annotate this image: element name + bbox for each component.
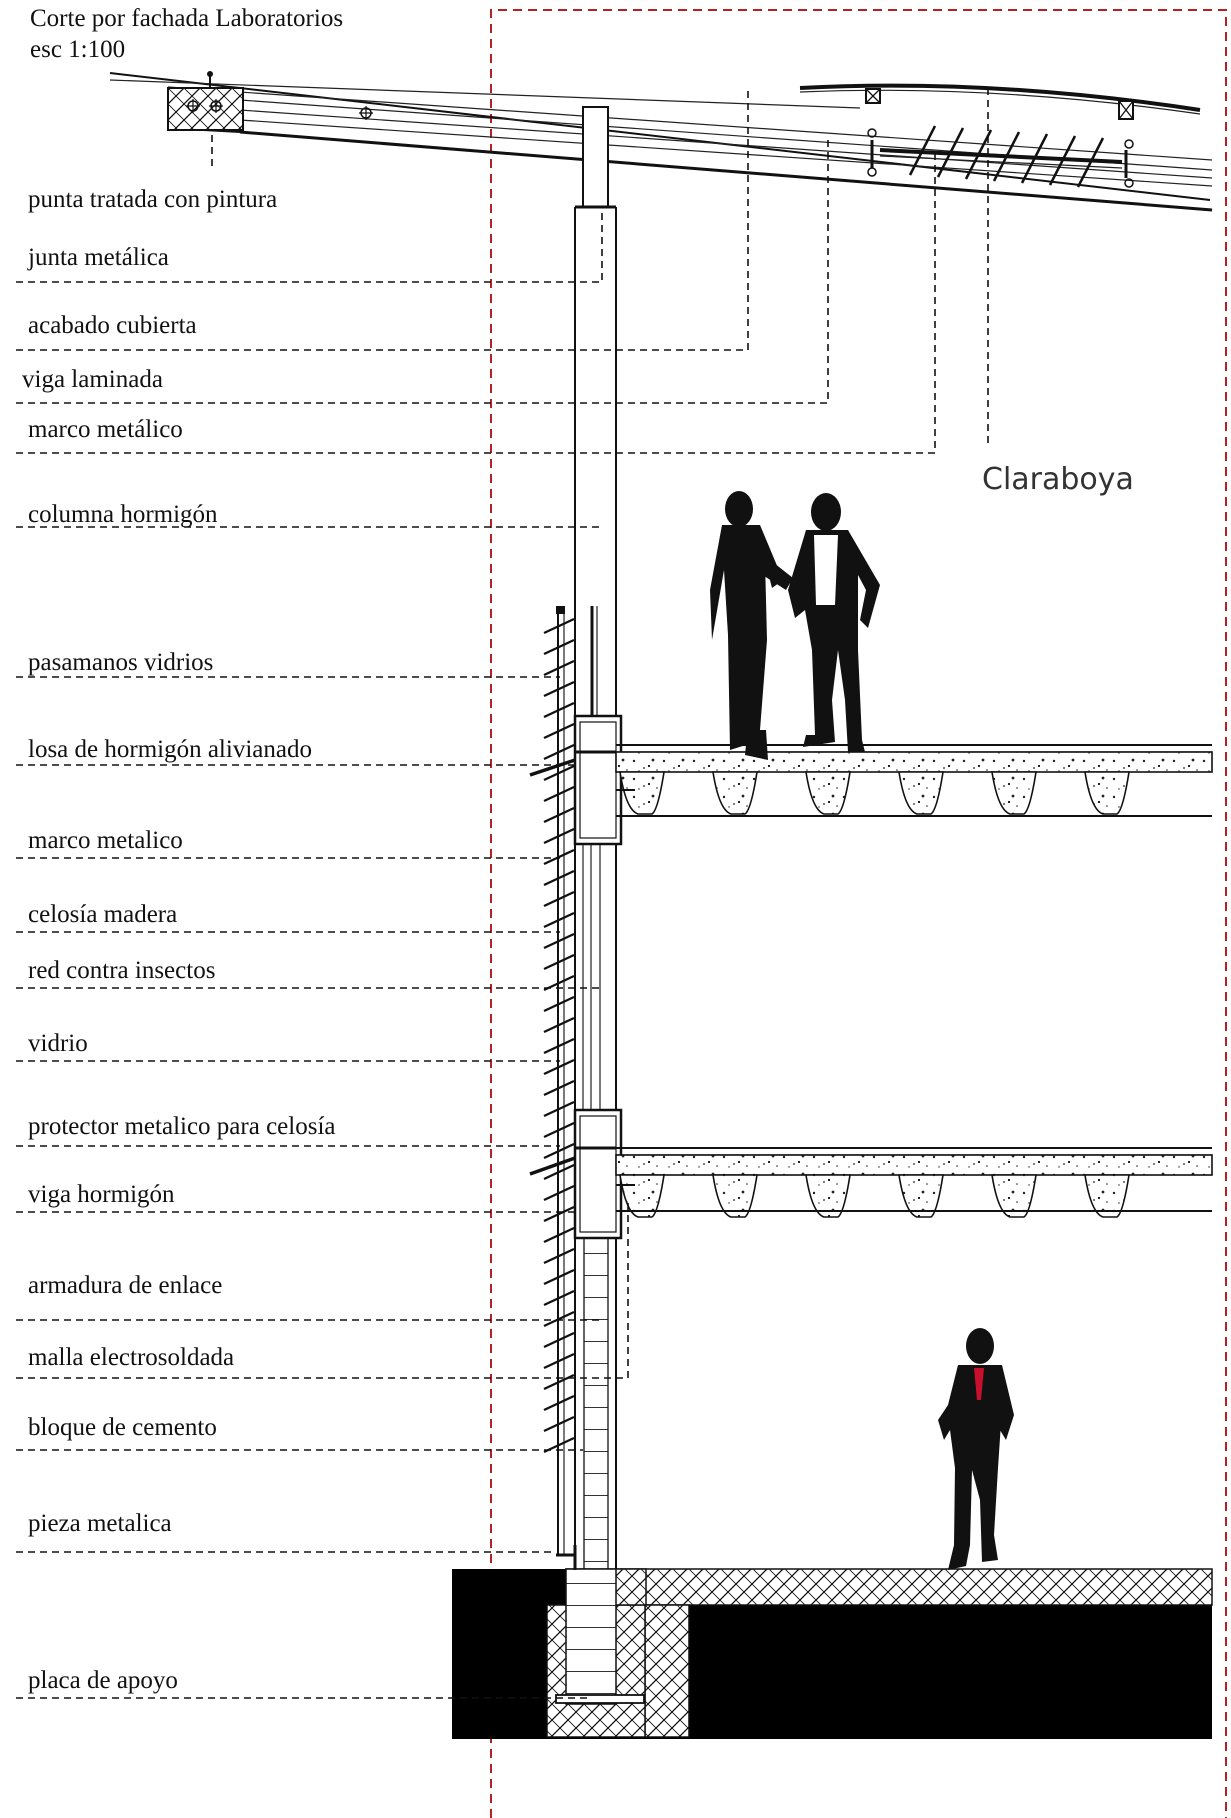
component-label: protector metalico para celosía: [28, 1113, 335, 1140]
component-label: viga laminada: [22, 366, 163, 393]
lattice-slat: [543, 1079, 575, 1097]
lattice-slat: [543, 1289, 575, 1307]
lattice-slat: [543, 1058, 575, 1076]
component-label: marco metálico: [28, 416, 183, 443]
lattice-slat: [543, 1205, 575, 1223]
person-silhouette-icon: [710, 491, 1014, 1570]
component-label: marco metalico: [28, 827, 183, 854]
component-label: vidrio: [28, 1030, 88, 1057]
cement-block-wall: [583, 1217, 609, 1571]
component-label: pieza metalica: [28, 1510, 172, 1537]
lattice-slat: [543, 659, 575, 677]
lattice-slat: [543, 701, 575, 719]
lattice-slat: [543, 932, 575, 950]
lattice-slat: [543, 890, 575, 908]
lattice-slat: [543, 953, 575, 971]
component-label: punta tratada con pintura: [28, 186, 277, 213]
lattice-slat: [543, 911, 575, 929]
lattice-slat: [543, 806, 575, 824]
lattice-slat: [543, 995, 575, 1013]
component-label: columna hormigón: [28, 501, 218, 528]
lattice-slat: [543, 1037, 575, 1055]
drawing-title: Corte por fachada Laboratorios esc 1:100: [30, 5, 343, 63]
lattice-slat: [543, 1142, 575, 1160]
concrete-column: [574, 205, 617, 1570]
lattice-slat: [543, 1184, 575, 1202]
wood-lattice: [543, 617, 575, 1454]
lattice-slat: [543, 785, 575, 803]
component-label: armadura de enlace: [28, 1272, 222, 1299]
lattice-slat: [543, 764, 575, 782]
title-line-1: Corte por fachada Laboratorios: [30, 5, 343, 32]
lattice-slat: [543, 638, 575, 656]
component-label: pasamanos vidrios: [28, 649, 213, 676]
component-label: acabado cubierta: [28, 312, 197, 339]
lattice-slat: [543, 827, 575, 845]
leader-lines: [16, 88, 989, 1699]
component-label: red contra insectos: [28, 957, 215, 984]
lattice-slat: [543, 1016, 575, 1034]
lattice-slat: [543, 1121, 575, 1139]
lattice-slat: [543, 617, 575, 635]
component-labels: punta tratada con pintura junta metálica a…: [22, 186, 335, 1694]
concrete-beam-slab-lower: [529, 1108, 1213, 1240]
component-label: celosía madera: [28, 901, 177, 928]
lattice-slat: [543, 848, 575, 866]
section-cut-line: [490, 9, 1227, 1818]
component-label: viga hormigón: [28, 1181, 175, 1208]
lattice-slat: [543, 869, 575, 887]
component-label: junta metálica: [27, 244, 169, 271]
lattice-slat: [543, 1163, 575, 1181]
roof-assembly: [109, 71, 1213, 212]
lattice-slat: [543, 1352, 575, 1370]
component-label: malla electrosoldada: [28, 1344, 234, 1371]
lattice-slat: [543, 1268, 575, 1286]
component-label: losa de hormigón alivianado: [28, 736, 312, 763]
lattice-slat: [543, 1394, 575, 1412]
foundation-ground: [452, 1545, 1213, 1739]
lattice-slat: [543, 743, 575, 761]
lattice-slat: [543, 1247, 575, 1265]
lightweight-concrete-slab-upper: [529, 714, 1213, 846]
lattice-slat: [543, 1100, 575, 1118]
lattice-slat: [543, 1310, 575, 1328]
lattice-slat: [543, 722, 575, 740]
component-label: bloque de cemento: [28, 1414, 217, 1441]
lattice-slat: [543, 680, 575, 698]
lattice-slat: [543, 1331, 575, 1349]
lattice-slat: [543, 1226, 575, 1244]
component-label: placa de apoyo: [28, 1667, 178, 1694]
title-scale: esc 1:100: [30, 36, 125, 63]
lattice-slat: [543, 1415, 575, 1433]
skylight-callout: Claraboya: [982, 462, 1134, 497]
